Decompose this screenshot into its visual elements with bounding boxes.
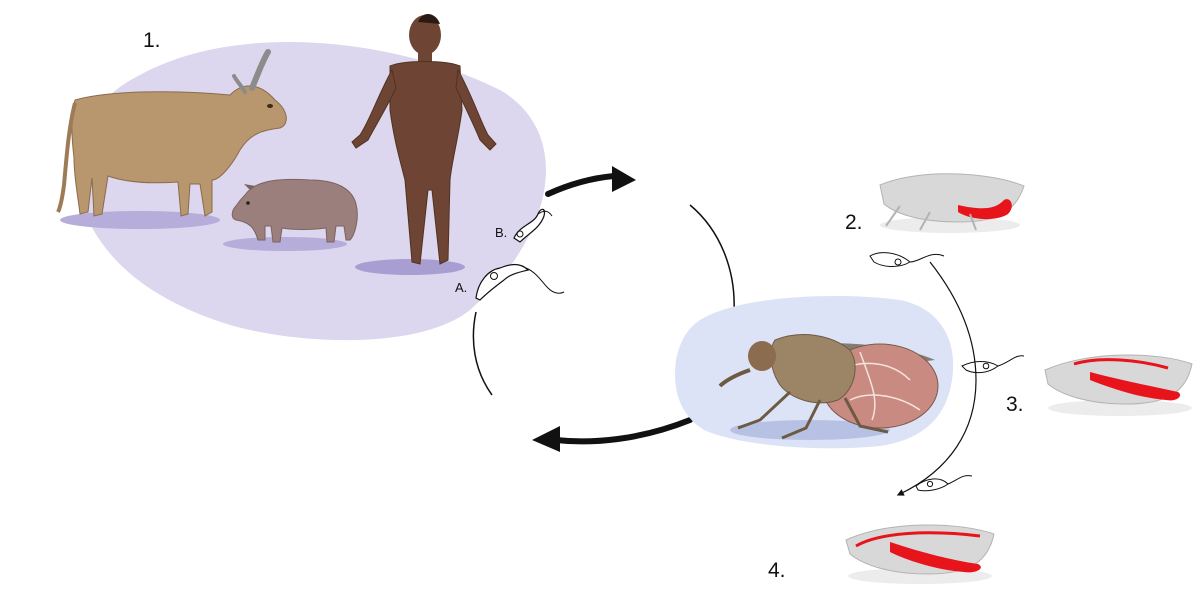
label-a: A. <box>455 280 468 295</box>
cattle-shadow <box>60 211 220 229</box>
trypanosome-icon <box>961 355 1025 374</box>
migration-path <box>896 261 977 496</box>
pig-icon <box>231 178 358 243</box>
curved-arrow-head-bottom <box>532 426 560 452</box>
fly-shadow <box>730 420 890 440</box>
cattle-icon <box>56 49 287 217</box>
trypanosome-b-icon <box>513 208 553 243</box>
label-4: 4. <box>768 559 786 582</box>
fly-stage-3-icon <box>1044 354 1193 416</box>
label-b: B. <box>495 225 508 240</box>
human-figure-icon <box>351 13 497 265</box>
label-1: 1. <box>143 29 161 52</box>
cycle-arc-left <box>472 311 493 396</box>
label-2: 2. <box>845 211 863 234</box>
trypanosome-icon <box>869 252 945 267</box>
human-shadow <box>355 259 465 275</box>
fly-stage-2-icon <box>879 173 1025 233</box>
tsetse-fly-icon <box>718 334 939 440</box>
trypanosome-icon <box>915 475 973 492</box>
curved-arrow-icon <box>545 173 617 197</box>
label-3: 3. <box>1006 393 1024 416</box>
cycle-arc-right <box>689 204 735 313</box>
curved-arrow-head-top <box>612 166 636 192</box>
fly-stage-4-icon <box>845 524 995 584</box>
pig-shadow <box>223 237 347 251</box>
trypanosome-a-icon <box>475 263 565 301</box>
curved-arrow-icon <box>553 417 693 445</box>
